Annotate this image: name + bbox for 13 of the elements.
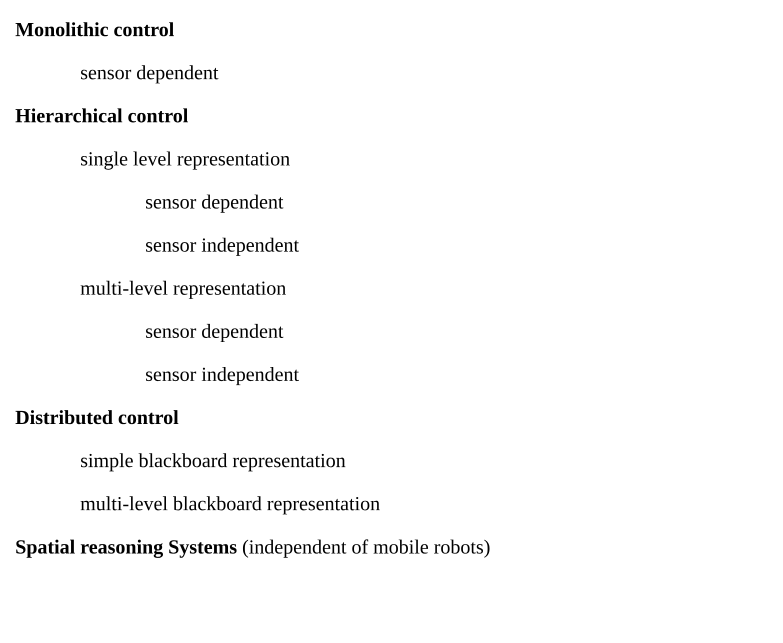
list-item: sensor dependent	[146, 324, 284, 342]
heading: Distributed control	[16, 410, 178, 424]
list-item: simple blackboard representation	[81, 453, 346, 472]
list-item: sensor dependent	[146, 194, 284, 213]
list-item: sensor independent	[146, 238, 299, 256]
list-item: Spatial reasoning Systems (independent of mobile robots)	[16, 539, 490, 558]
list-item: single level representation	[81, 152, 290, 170]
heading: Hierarchical control	[16, 108, 188, 122]
heading: Monolithic control	[16, 22, 174, 36]
list-item: multi-level representation	[80, 280, 286, 299]
list-item: sensor dependent	[81, 65, 218, 84]
list-item: sensor independent	[146, 367, 299, 386]
list-item: multi-level blackboard representation	[80, 496, 380, 514]
